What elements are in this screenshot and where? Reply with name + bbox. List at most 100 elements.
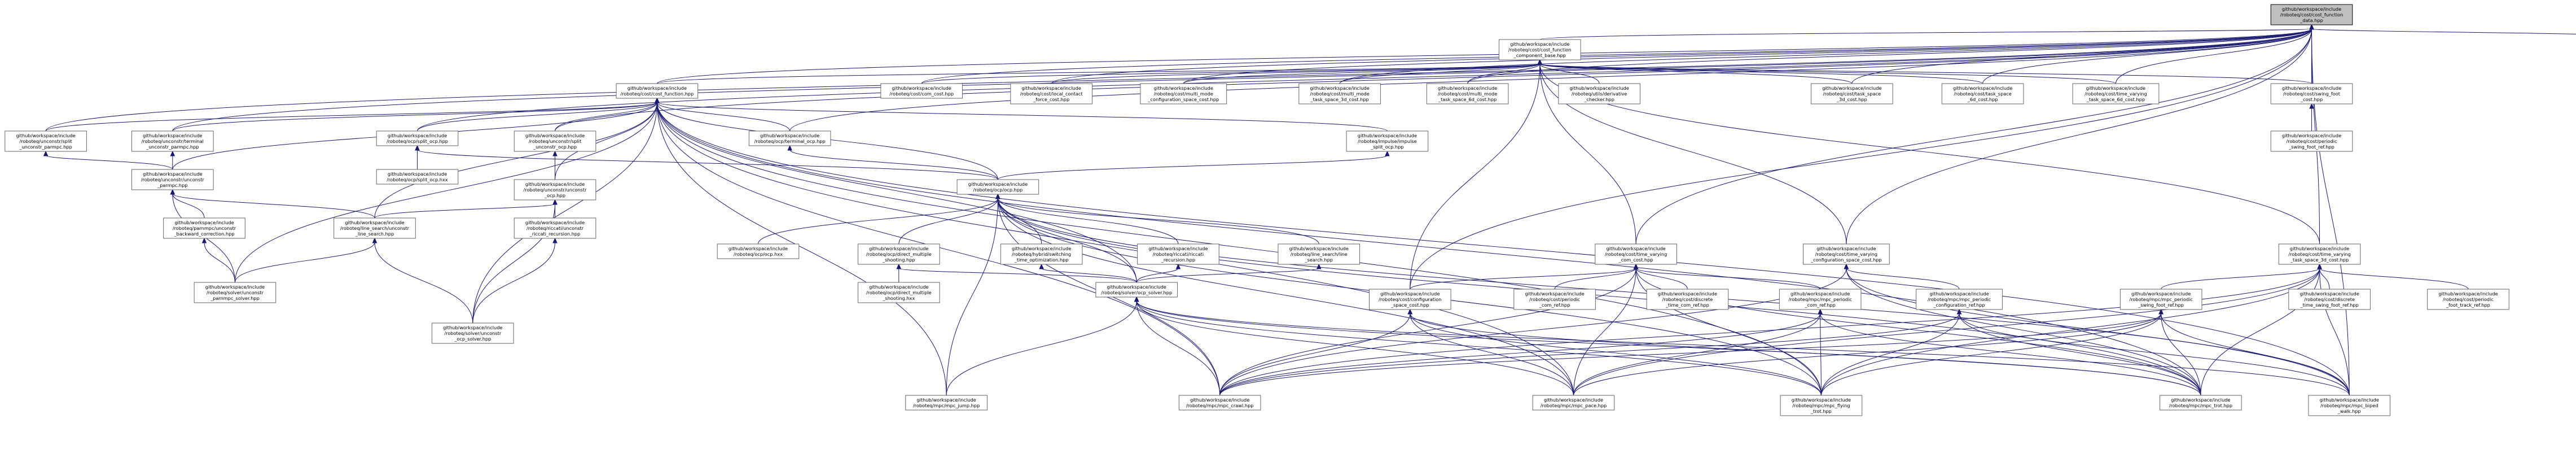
node-label: github/workspace/include — [205, 284, 265, 290]
node-label: _time_swing_foot_ref.hpp — [2299, 302, 2358, 308]
node-swing[interactable]: github/workspace/include/roboteq/cost/sw… — [2270, 83, 2353, 104]
node-label: /roboteq/cost/swing_foot — [2283, 91, 2341, 97]
node-com[interactable]: github/workspace/include/roboteq/cost/co… — [880, 83, 963, 99]
node-ocp-split[interactable]: github/workspace/include/roboteq/ocp/spl… — [376, 130, 459, 146]
node-ocp-solver[interactable]: github/workspace/include/roboteq/solver/… — [1095, 282, 1178, 298]
node-mpc-trot[interactable]: github/workspace/include/roboteq/mpc/mpc… — [2160, 395, 2242, 411]
dependency-edge — [1846, 268, 2350, 396]
dependency-arrowhead — [1134, 296, 1139, 302]
node-ocp-hxx[interactable]: github/workspace/include/roboteq/ocp/ocp… — [717, 243, 800, 259]
node-box — [2119, 289, 2202, 310]
node-solver-parm[interactable]: github/workspace/include/roboteq/solver/… — [194, 282, 277, 303]
node-label: /roboteq/cost/periodic — [1529, 297, 1580, 302]
node-box — [857, 282, 940, 303]
node-riccati[interactable]: github/workspace/include/roboteq/riccati… — [1137, 243, 1219, 265]
node-box — [2270, 83, 2353, 104]
node-mm-cfg[interactable]: github/workspace/include/roboteq/cost/mu… — [1140, 83, 1227, 104]
node-label: /roboteq/parnmpc/unconstr — [173, 225, 236, 231]
node-label: _time_optimization.hpp — [1014, 257, 1069, 263]
node-disc-com[interactable]: github/workspace/include/roboteq/cost/di… — [1646, 289, 1729, 310]
node-mpc-crawl[interactable]: github/workspace/include/roboteq/mpc/mpc… — [1178, 395, 1261, 411]
node-label: _task_space_6d_cost.hpp — [1438, 97, 1497, 102]
node-swing-ref[interactable]: github/workspace/include/roboteq/cost/pe… — [2270, 130, 2353, 152]
node-mpc-per-swing[interactable]: github/workspace/include/roboteq/mpc/mpc… — [2119, 289, 2202, 310]
node-ls[interactable]: github/workspace/include/roboteq/line_se… — [1278, 243, 1361, 265]
dependency-edge — [1635, 268, 1688, 290]
node-backward[interactable]: github/workspace/include/roboteq/parnmpc… — [163, 217, 245, 239]
node-label: github/workspace/include — [1544, 397, 1603, 403]
node-mpc-flying[interactable]: github/workspace/include/roboteq/mpc/mpc… — [1780, 395, 1863, 416]
node-cf[interactable]: github/workspace/include/roboteq/cost/co… — [616, 83, 699, 99]
node-label: /roboteq/impulse/impulse — [1358, 138, 1417, 144]
node-solver-ocp[interactable]: github/workspace/include/roboteq/solver/… — [432, 322, 514, 344]
dependency-edge — [1219, 313, 1411, 396]
node-tv-ts6[interactable]: github/workspace/include/roboteq/cost/ti… — [2072, 83, 2160, 104]
node-ocp[interactable]: github/workspace/include/roboteq/ocp/ocp… — [956, 179, 1039, 195]
node-label: github/workspace/include — [443, 325, 502, 330]
dependency-edge — [1219, 268, 2320, 396]
dependency-edge — [45, 28, 2312, 132]
node-disc-swing[interactable]: github/workspace/include/roboteq/cost/di… — [2288, 289, 2371, 310]
dependency-edge — [656, 102, 1388, 132]
node-dms[interactable]: github/workspace/include/roboteq/ocp/dir… — [857, 243, 940, 265]
dependency-edge — [1539, 63, 2312, 84]
node-box — [880, 83, 963, 99]
node-mpc-pace[interactable]: github/workspace/include/roboteq/mpc/mpc… — [1532, 395, 1615, 411]
node-ocp-split-hxx[interactable]: github/workspace/include/roboteq/ocp/spl… — [376, 169, 459, 185]
node-term-ocp[interactable]: github/workspace/include/roboteq/ocp/ter… — [748, 130, 831, 146]
node-label: github/workspace/include — [1358, 133, 1417, 138]
node-mm-6d[interactable]: github/workspace/include/roboteq/cost/mu… — [1426, 83, 1509, 104]
node-root[interactable]: github/workspace/include/roboteq/cost/co… — [2270, 4, 2353, 25]
node-mpc-jump[interactable]: github/workspace/include/roboteq/mpc/mpc… — [905, 395, 988, 411]
node-un-split-ocp[interactable]: github/workspace/include/roboteq/unconst… — [514, 130, 596, 152]
node-tv-com[interactable]: github/workspace/include/roboteq/cost/ti… — [1595, 243, 1677, 265]
dependency-edge — [1041, 268, 1137, 283]
node-riccati-rec[interactable]: github/workspace/include/roboteq/riccati… — [514, 217, 596, 239]
dependency-edge — [472, 102, 657, 324]
node-per-com[interactable]: github/workspace/include/roboteq/cost/pe… — [1513, 289, 1596, 310]
node-base[interactable]: github/workspace/include/roboteq/cost/co… — [1498, 39, 1581, 60]
node-ts3[interactable]: github/workspace/include/roboteq/cost/ta… — [1811, 83, 1893, 104]
node-label: _swing_foot_ref.hpp — [2288, 144, 2334, 150]
node-hybrid[interactable]: github/workspace/include/roboteq/hybrid/… — [1000, 243, 1083, 265]
node-mpc-per-cfg[interactable]: github/workspace/include/roboteq/mpc/mpc… — [1916, 289, 2003, 310]
dependency-edge — [234, 102, 657, 283]
node-split-parm[interactable]: github/workspace/include/roboteq/unconst… — [5, 130, 87, 152]
node-dms-hxx[interactable]: github/workspace/include/roboteq/ocp/dir… — [857, 282, 940, 303]
node-un-ocp[interactable]: github/workspace/include/roboteq/unconst… — [514, 179, 596, 200]
dependency-edge — [898, 268, 1137, 283]
dependency-edge — [2161, 313, 2350, 396]
node-cfg-cost[interactable]: github/workspace/include/roboteq/cost/co… — [1368, 289, 1451, 310]
node-box — [1532, 395, 1615, 411]
node-mpc-per-com[interactable]: github/workspace/include/roboteq/mpc/mpc… — [1779, 289, 1862, 310]
node-label: _foot_track_ref.hpp — [2446, 302, 2490, 308]
node-ts6[interactable]: github/workspace/include/roboteq/cost/ta… — [1941, 83, 2024, 104]
node-label: /roboteq/cost/discrete — [1662, 297, 1713, 302]
node-label: github/workspace/include — [892, 85, 951, 91]
node-ls-un[interactable]: github/workspace/include/roboteq/line_se… — [333, 217, 416, 239]
node-label: github/workspace/include — [1289, 246, 1349, 251]
dependency-edge — [374, 242, 473, 324]
dependency-edge — [656, 102, 2201, 396]
node-label: github/workspace/include — [869, 246, 928, 251]
node-mm-3d[interactable]: github/workspace/include/roboteq/cost/mu… — [1298, 83, 1381, 104]
dependency-arrowhead — [655, 97, 660, 103]
node-lcf[interactable]: github/workspace/include/roboteq/cost/lo… — [1010, 83, 1092, 104]
node-label: github/workspace/include — [1510, 41, 1569, 47]
dependency-edge — [1219, 313, 1960, 396]
node-label: _com_ref.hpp — [1539, 302, 1570, 308]
node-deriv[interactable]: github/workspace/include/roboteq/utils/d… — [1558, 83, 1640, 104]
dependency-edge — [172, 102, 657, 132]
dependency-edge — [1959, 313, 2201, 396]
node-imp-split[interactable]: github/workspace/include/roboteq/impulse… — [1346, 130, 1429, 152]
node-tv-cfg[interactable]: github/workspace/include/roboteq/cost/ti… — [1803, 243, 1890, 265]
node-term-parm[interactable]: github/workspace/include/roboteq/unconst… — [131, 130, 214, 152]
dependency-edge — [656, 102, 1137, 283]
node-label: /roboteq/mpc/mpc_trot.hpp — [2169, 403, 2232, 408]
node-mpc-biped[interactable]: github/workspace/include/roboteq/mpc/mpc… — [2308, 395, 2391, 416]
node-tv-ts3[interactable]: github/workspace/include/roboteq/cost/ti… — [2278, 243, 2361, 265]
node-per-foot[interactable]: github/workspace/include/roboteq/cost/pe… — [2427, 289, 2509, 310]
node-un-parm[interactable]: github/workspace/include/roboteq/unconst… — [131, 169, 214, 190]
dependency-arrowhead — [201, 237, 207, 243]
